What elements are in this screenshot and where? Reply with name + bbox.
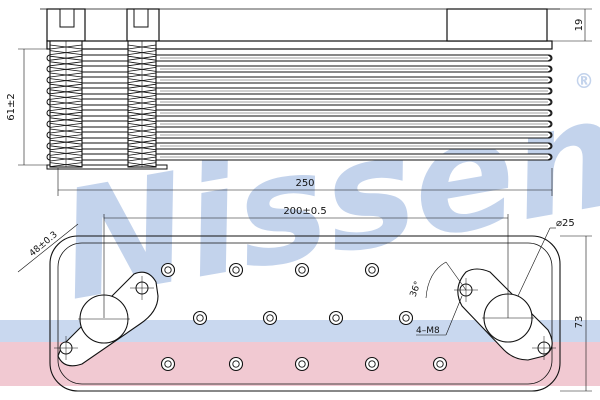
- bolt-hole: [160, 356, 176, 372]
- dimension-plate-height-label: 73: [574, 316, 585, 329]
- bolt-hole: [228, 356, 244, 372]
- cooler-plate: [46, 142, 553, 150]
- dimension-hole-spacing-label: 200±0.5: [283, 206, 326, 217]
- bolt-hole: [262, 310, 278, 326]
- cooler-plate: [46, 87, 553, 95]
- bolt-hole: [294, 262, 310, 278]
- cooler-plate: [46, 76, 553, 84]
- dimension-total-length: 250: [57, 168, 553, 196]
- bolt-hole: [398, 310, 414, 326]
- side-view: [40, 8, 560, 170]
- dimension-thread-label: 4–M8: [416, 326, 440, 336]
- bolt-hole: [328, 310, 344, 326]
- bolt-hole: [294, 356, 310, 372]
- cooler-plate: [46, 98, 553, 106]
- bolt-hole: [192, 310, 208, 326]
- dimension-top-height: 19: [547, 8, 592, 42]
- bolt-hole: [364, 262, 380, 278]
- cooler-plate: [46, 54, 553, 62]
- dimension-total-length-label: 250: [295, 178, 314, 189]
- dimension-port-diameter: ⌀25: [517, 218, 575, 297]
- top-tube: [46, 40, 553, 50]
- dimension-plate-height: 73: [560, 235, 592, 392]
- dimension-stack-height: 61±2: [6, 48, 50, 166]
- middle-flange-section: [127, 40, 157, 168]
- cooler-plate-outline: [49, 235, 561, 392]
- dimension-flange-width-label: 48±0.3: [28, 230, 60, 259]
- bolt-hole: [432, 356, 448, 372]
- dimension-thread: 4–M8: [416, 295, 463, 336]
- bolt-hole: [160, 262, 176, 278]
- bolt-hole: [228, 262, 244, 278]
- dimension-stack-height-label: 61±2: [6, 93, 17, 120]
- watermark-trademark: ®: [574, 69, 594, 93]
- cooler-plate: [46, 120, 553, 128]
- dimension-angle-label: 36°: [409, 280, 424, 298]
- dimension-port-diameter-label: ⌀25: [556, 218, 575, 229]
- cooler-plate: [46, 65, 553, 73]
- cooler-plate: [46, 131, 553, 139]
- plan-view: [49, 214, 561, 392]
- bolt-hole: [364, 356, 380, 372]
- dimension-hole-spacing: 200±0.5: [104, 206, 508, 219]
- cooler-plate: [46, 109, 553, 117]
- end-block: [446, 8, 548, 42]
- left-flange-section: [49, 40, 83, 168]
- cooler-plate: [46, 153, 553, 161]
- dimension-top-height-label: 19: [574, 19, 585, 32]
